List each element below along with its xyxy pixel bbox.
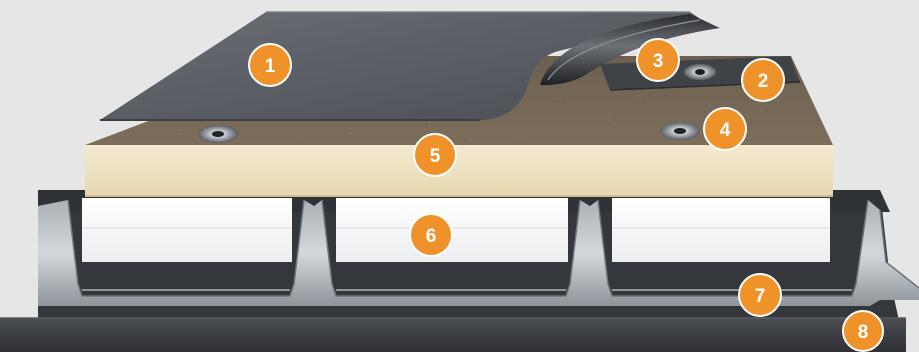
fastener-plate-left (198, 125, 238, 143)
callout-3: 3 (637, 39, 679, 81)
callout-6: 6 (410, 214, 452, 256)
callout-8-label: 8 (858, 322, 869, 343)
callout-3-label: 3 (653, 51, 664, 72)
insulation-blocks (82, 198, 830, 262)
callout-2: 2 (742, 59, 784, 101)
insulation-board (85, 145, 833, 197)
callout-7: 7 (739, 274, 781, 316)
callout-4: 4 (704, 108, 746, 150)
callout-2-label: 2 (758, 71, 769, 92)
callout-1-label: 1 (265, 56, 276, 77)
callout-7-label: 7 (755, 286, 766, 307)
fastener-plate-right (660, 122, 700, 140)
seam-fastener (684, 64, 716, 80)
callout-1: 1 (249, 44, 291, 86)
callout-8: 8 (843, 311, 883, 351)
callout-5-label: 5 (430, 146, 441, 167)
callout-4-label: 4 (720, 120, 731, 141)
callout-6-label: 6 (426, 226, 437, 247)
callout-5: 5 (414, 134, 456, 176)
